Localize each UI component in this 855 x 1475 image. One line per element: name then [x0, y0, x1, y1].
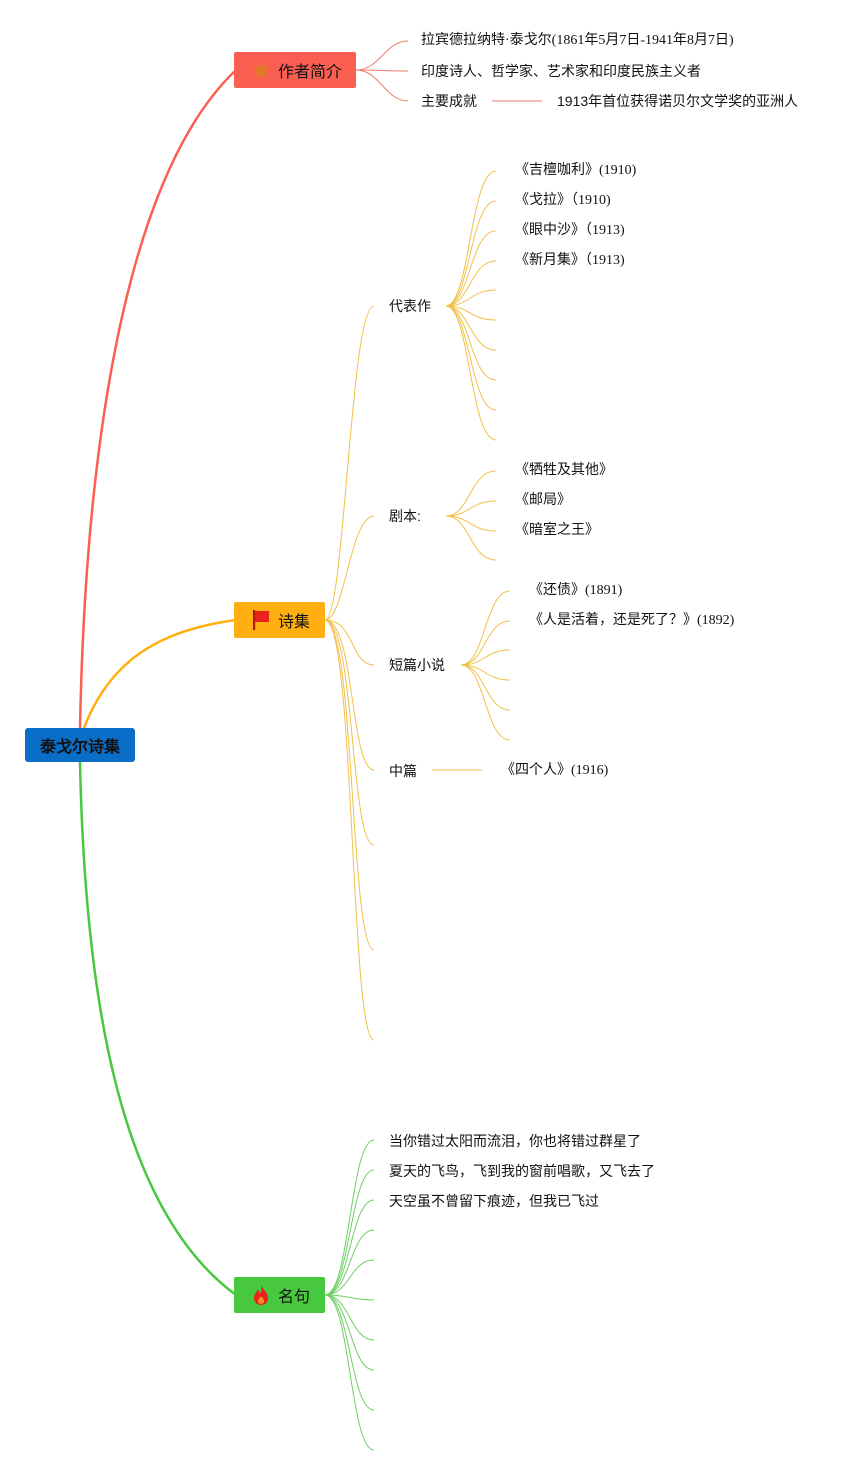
link-work-item [445, 260, 497, 307]
topic-author-intro[interactable]: 作者简介 [234, 52, 356, 88]
link-poems-sub [324, 619, 375, 1041]
link-quote-item [324, 1229, 375, 1296]
topic-poems-label: 诗集 [278, 614, 311, 631]
link-play-item [445, 500, 497, 517]
link-root-poems [82, 618, 237, 729]
link-quote-item [324, 1294, 375, 1341]
link-quote-item [324, 1294, 375, 1371]
work-item[interactable]: 《眼中沙》（1913) [515, 223, 625, 238]
author-roles-node[interactable]: 印度诗人、哲学家、艺术家和印度民族主义者 [421, 63, 701, 79]
root-topic-label: 泰戈尔诗集 [39, 739, 120, 756]
link-quote-item [324, 1199, 375, 1296]
link-work-item [445, 170, 497, 307]
link-quote-item [324, 1139, 375, 1296]
representative-works-node[interactable]: 代表作 [389, 298, 431, 314]
link-story-item [460, 620, 511, 666]
link-poems-sub [324, 619, 375, 951]
link-story-item [460, 664, 511, 741]
topic-author-intro-label: 作者简介 [278, 64, 343, 81]
play-item[interactable]: 《牺牲及其他》 [515, 463, 613, 478]
link-story-item [460, 649, 511, 666]
short-stories-node[interactable]: 短篇小说 [389, 657, 445, 673]
link-root-quotes [78, 761, 237, 1297]
play-item[interactable]: 《暗室之王》 [515, 523, 599, 538]
link-play-item [445, 515, 497, 561]
link-work-item [445, 200, 497, 307]
author-name-node[interactable]: 拉宾德拉纳特·泰戈尔(1861年5月7日-1941年8月7日) [421, 33, 734, 48]
flag-icon [250, 609, 272, 631]
quote-item[interactable]: 夏天的飞鸟，飞到我的窗前唱歌，又飞去了 [389, 1163, 655, 1179]
work-item[interactable]: 《新月集》（1913) [515, 253, 625, 268]
topic-poems[interactable]: 诗集 [234, 602, 325, 638]
link-quote-item [324, 1259, 375, 1296]
novella-item[interactable]: 《四个人》(1916) [501, 763, 609, 778]
link-quote-item [324, 1294, 375, 1411]
link-root-author [78, 69, 237, 729]
work-item[interactable]: 《戈拉》（1910) [515, 193, 611, 208]
topic-quotes[interactable]: 名句 [234, 1277, 325, 1313]
link-story-item [460, 590, 511, 666]
quote-item[interactable]: 天空虽不曾留下痕迹，但我已飞过 [389, 1193, 599, 1209]
link-author-item [355, 40, 409, 71]
link-work-item [445, 305, 497, 411]
link-work-item [445, 305, 497, 351]
link-poems-sub [324, 305, 375, 621]
plays-node[interactable]: 剧本: [389, 508, 421, 524]
link-quote-item [324, 1294, 375, 1451]
link-work-item [445, 305, 497, 381]
link-poems-sub [324, 619, 375, 771]
link-quote-item [324, 1294, 375, 1301]
link-work-item [445, 305, 497, 441]
link-author-item [355, 69, 409, 72]
work-item[interactable]: 《吉檀咖利》(1910) [515, 163, 637, 178]
quote-item[interactable]: 当你错过太阳而流泪，你也将错过群星了 [389, 1133, 641, 1149]
link-work-item [445, 230, 497, 307]
fire-icon [250, 1284, 272, 1306]
novella-node[interactable]: 中篇 [389, 763, 417, 779]
star-icon [250, 59, 272, 81]
link-play-item [445, 515, 497, 532]
link-author-item [355, 69, 409, 102]
story-item[interactable]: 《还债》(1891) [529, 583, 623, 598]
root-topic[interactable]: 泰戈尔诗集 [25, 728, 135, 762]
link-play-item [445, 470, 497, 517]
link-quote-item [324, 1169, 375, 1296]
author-achievement-node[interactable]: 主要成就 [421, 93, 477, 109]
topic-quotes-label: 名句 [278, 1289, 311, 1306]
story-item[interactable]: 《人是活着，还是死了？》(1892) [529, 613, 735, 628]
link-poems-sub [324, 619, 375, 846]
play-item[interactable]: 《邮局》 [515, 493, 571, 508]
link-work-item [445, 289, 497, 307]
link-poems-sub [324, 515, 375, 621]
achievement-detail-node[interactable]: 1913年首位获得诺贝尔文学奖的亚洲人 [557, 93, 799, 109]
link-story-item [460, 664, 511, 711]
link-poems-sub [324, 619, 375, 666]
